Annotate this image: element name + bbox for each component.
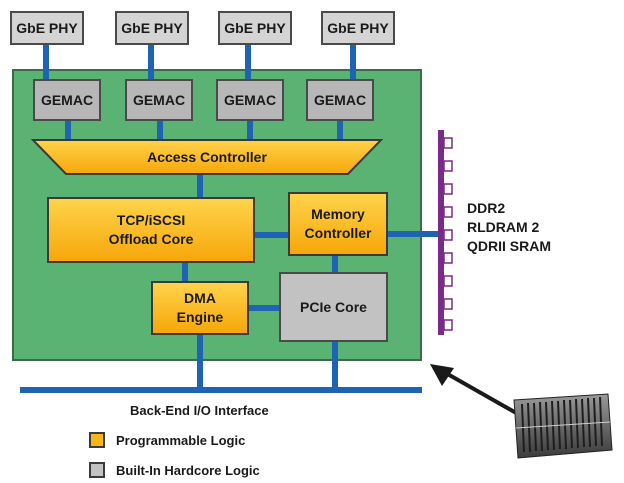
legend-programmable-swatch	[89, 432, 105, 448]
mac-phy-link-2	[148, 69, 154, 79]
dma-pcie-link	[248, 305, 280, 311]
tcp-mem-link	[255, 232, 289, 238]
pcie-core: PCIe Core	[279, 272, 388, 342]
memory-controller-line-2: Controller	[304, 225, 372, 241]
gbe-phy-2-label: GbE PHY	[121, 20, 183, 36]
dma-backend-link	[197, 333, 203, 391]
memory-type-ddr2: DDR2	[467, 200, 506, 216]
gbe-phy-4-label: GbE PHY	[327, 20, 389, 36]
mac-access-link-3	[247, 120, 253, 140]
access-controller: Access Controller	[30, 139, 384, 175]
access-tcp-link	[197, 174, 203, 198]
tcp-core-line-1: TCP/iSCSI	[116, 212, 186, 228]
memory-types: DDR2 RLDRAM 2 QDRII SRAM	[467, 199, 551, 256]
gemac-2-label: GEMAC	[132, 92, 186, 108]
access-controller-label: Access Controller	[147, 149, 267, 165]
memory-type-rldram2: RLDRAM 2	[467, 219, 540, 235]
gemac-3: GEMAC	[216, 79, 284, 121]
mac-phy-link-4	[350, 69, 356, 79]
tcp-iscsi-offload-core: TCP/iSCSI Offload Core	[47, 197, 255, 263]
tcp-core-line-2: Offload Core	[108, 231, 194, 247]
server-rack-image	[513, 393, 613, 459]
phy-link-3	[245, 44, 251, 70]
gbe-phy-1-label: GbE PHY	[16, 20, 78, 36]
gbe-phy-4: GbE PHY	[321, 11, 395, 45]
memory-bus	[438, 130, 453, 335]
dma-engine: DMA Engine	[151, 281, 249, 335]
phy-link-2	[148, 44, 154, 70]
legend-programmable-label: Programmable Logic	[116, 433, 246, 448]
pcie-backend-link	[332, 341, 338, 391]
gemac-3-label: GEMAC	[223, 92, 277, 108]
gbe-phy-1: GbE PHY	[10, 11, 84, 45]
memory-controller-line-1: Memory	[311, 206, 365, 222]
phy-link-1	[43, 44, 49, 70]
mem-bus-link	[388, 231, 440, 237]
gbe-phy-3-label: GbE PHY	[224, 20, 286, 36]
backend-bus	[20, 387, 422, 393]
tcp-dma-link	[182, 262, 188, 282]
gemac-2: GEMAC	[125, 79, 193, 121]
pcie-core-label: PCIe Core	[300, 299, 367, 315]
memory-controller: Memory Controller	[288, 192, 388, 256]
gbe-phy-3: GbE PHY	[218, 11, 292, 45]
mac-phy-link-3	[245, 69, 251, 79]
legend-hardcore-label: Built-In Hardcore Logic	[116, 463, 260, 478]
mac-access-link-4	[337, 120, 343, 140]
gemac-4: GEMAC	[306, 79, 374, 121]
dma-engine-line-2: Engine	[176, 309, 224, 325]
gemac-4-label: GEMAC	[313, 92, 367, 108]
mac-phy-link-1	[43, 69, 49, 79]
legend-hardcore-swatch	[89, 462, 105, 478]
backend-io-label: Back-End I/O Interface	[130, 403, 269, 418]
memory-type-qdrii: QDRII SRAM	[467, 238, 551, 254]
mac-access-link-1	[65, 120, 71, 140]
mem-pcie-link	[332, 255, 338, 273]
arrow-icon	[430, 364, 519, 416]
gemac-1-label: GEMAC	[40, 92, 94, 108]
mac-access-link-2	[157, 120, 163, 140]
dma-engine-line-1: DMA	[184, 290, 216, 306]
gemac-1: GEMAC	[33, 79, 101, 121]
gbe-phy-2: GbE PHY	[115, 11, 189, 45]
phy-link-4	[350, 44, 356, 70]
